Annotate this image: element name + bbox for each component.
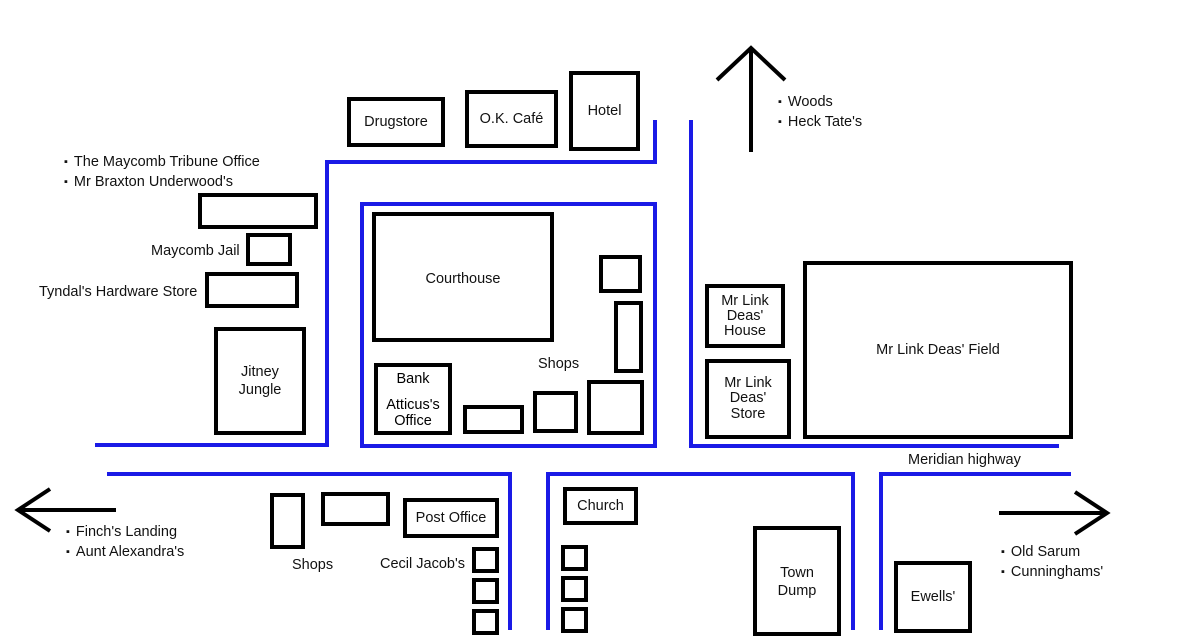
road-north-block-right xyxy=(653,120,657,164)
north-destinations-list: Woods Heck Tate's xyxy=(778,93,862,132)
link-deas-house-building: Mr Link Deas' House xyxy=(705,284,785,348)
maycomb-jail-building xyxy=(246,233,292,266)
courthouse-label: Courthouse xyxy=(425,271,501,287)
road-east-vertical xyxy=(689,120,693,448)
center-shop-3 xyxy=(463,405,524,434)
church-building: Church xyxy=(563,487,638,525)
link-deas-house-label: Mr Link Deas' House xyxy=(721,292,769,339)
east-destinations-list: Old Sarum Cunninghams' xyxy=(1001,543,1103,582)
link-deas-store-building: Mr Link Deas' Store xyxy=(705,359,791,439)
northwest-destinations-list: The Maycomb Tribune Office Mr Braxton Un… xyxy=(64,153,260,192)
road-west-vertical xyxy=(325,160,329,446)
center-shop-5 xyxy=(587,380,644,435)
center-shop-2 xyxy=(614,301,643,373)
west-destinations-list: Finch's Landing Aunt Alexandra's xyxy=(66,523,184,562)
old-sarum-item: Old Sarum xyxy=(1001,543,1103,563)
road-south-horizontal-west xyxy=(107,472,512,476)
center-shop-4 xyxy=(533,391,578,433)
road-west-horizontal xyxy=(95,443,329,447)
road-center-block-left xyxy=(360,202,364,448)
bank-atticus-building: Bank Atticus's Office xyxy=(374,363,452,435)
link-deas-field-label: Mr Link Deas' Field xyxy=(876,342,1000,358)
ewells-building: Ewells' xyxy=(894,561,972,633)
north-destination-heck-tate: Heck Tate's xyxy=(778,113,862,133)
post-office-label: Post Office xyxy=(415,510,487,526)
center-shop-1 xyxy=(599,255,642,293)
road-south-vertical-4 xyxy=(879,472,883,630)
southwest-house-2 xyxy=(472,578,499,604)
hardware-store-label: Tyndal's Hardware Store xyxy=(39,284,198,300)
hotel-building: Hotel xyxy=(569,71,640,151)
road-center-block-bottom xyxy=(360,444,657,448)
jitney-jungle-building: Jitney Jungle xyxy=(214,327,306,435)
north-arrow-icon xyxy=(715,45,787,152)
cecil-jacobs-house xyxy=(472,547,499,573)
tribune-office-item: The Maycomb Tribune Office xyxy=(64,153,260,173)
drugstore-building: Drugstore xyxy=(347,97,445,147)
south-shop-1 xyxy=(270,493,305,549)
road-center-block-right xyxy=(653,202,657,448)
town-dump-building: Town Dump xyxy=(753,526,841,636)
ewells-label: Ewells' xyxy=(910,589,956,605)
west-arrow-icon xyxy=(14,487,116,533)
meridian-highway-label: Meridian highway xyxy=(908,452,1021,468)
center-shops-label: Shops xyxy=(538,356,580,372)
link-deas-field: Mr Link Deas' Field xyxy=(803,261,1073,439)
hotel-label: Hotel xyxy=(587,103,622,119)
south-center-house-1 xyxy=(561,545,588,571)
road-south-horizontal-east xyxy=(879,472,1071,476)
courthouse-building: Courthouse xyxy=(372,212,554,342)
north-destination-woods: Woods xyxy=(778,93,862,113)
south-shop-2 xyxy=(321,492,390,526)
maycomb-jail-label: Maycomb Jail xyxy=(151,243,240,259)
road-center-block-top xyxy=(360,202,657,206)
southwest-house-3 xyxy=(472,609,499,635)
finch-landing-item: Finch's Landing xyxy=(66,523,184,543)
jitney-jungle-label: Jitney Jungle xyxy=(238,364,282,398)
south-shops-label: Shops xyxy=(292,557,334,573)
cunninghams-item: Cunninghams' xyxy=(1001,563,1103,583)
road-south-vertical-3 xyxy=(851,472,855,630)
atticus-office-label: Atticus's Office xyxy=(386,397,440,429)
tribune-office-building xyxy=(198,193,318,229)
south-center-house-3 xyxy=(561,607,588,633)
ok-cafe-building: O.K. Café xyxy=(465,90,558,148)
road-south-vertical-1 xyxy=(508,472,512,630)
ok-cafe-label: O.K. Café xyxy=(479,111,544,127)
church-label: Church xyxy=(577,498,624,514)
braxton-underwood-item: Mr Braxton Underwood's xyxy=(64,173,260,193)
road-east-horizontal xyxy=(689,444,1059,448)
aunt-alexandra-item: Aunt Alexandra's xyxy=(66,543,184,563)
drugstore-label: Drugstore xyxy=(364,114,428,130)
post-office-building: Post Office xyxy=(403,498,499,538)
bank-label: Bank xyxy=(396,371,430,387)
south-center-house-2 xyxy=(561,576,588,602)
link-deas-store-label: Mr Link Deas' Store xyxy=(724,374,772,422)
road-north-block-top xyxy=(325,160,657,164)
east-arrow-icon xyxy=(999,490,1111,536)
town-dump-label: Town Dump xyxy=(777,565,817,599)
hardware-store-building xyxy=(205,272,299,308)
cecil-jacobs-label: Cecil Jacob's xyxy=(380,556,465,572)
road-south-vertical-2 xyxy=(546,472,550,630)
road-south-horizontal-mid xyxy=(546,472,855,476)
